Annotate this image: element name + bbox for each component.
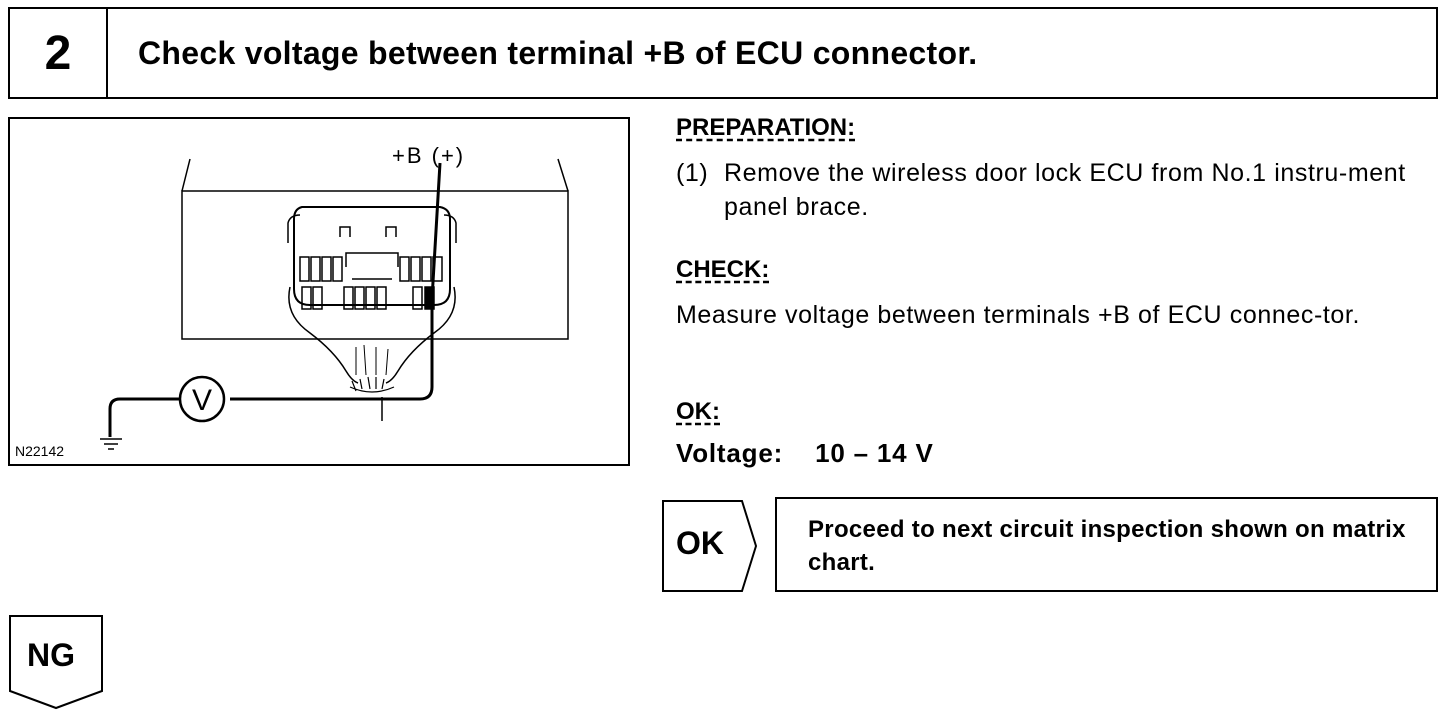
step-title: Check voltage between terminal +B of ECU…: [138, 34, 978, 71]
step-header: 2 Check voltage between terminal +B of E…: [8, 7, 1438, 99]
ng-tag: NG: [27, 637, 75, 673]
preparation-item-number: (1): [676, 159, 709, 187]
preparation-item: (1) Remove the wireless door lock ECU fr…: [676, 156, 1436, 224]
check-heading: CHECK:: [676, 256, 770, 283]
ng-tag-shape: [9, 615, 103, 710]
connector-diagram: V +B (+) N22142: [8, 117, 630, 466]
preparation-item-text: Remove the wireless door lock ECU from N…: [724, 159, 1406, 221]
step-number: 2: [10, 9, 108, 97]
check-text: Measure voltage between terminals +B of …: [676, 301, 1361, 329]
figure-id: N22142: [15, 443, 65, 459]
ok-spec-heading: OK:: [676, 398, 720, 425]
ok-tag: OK: [676, 525, 724, 561]
ground-icon: [100, 438, 122, 450]
ok-tag-shape: [662, 500, 758, 592]
ok-result-box: Proceed to next circuit inspection shown…: [775, 497, 1438, 592]
voltmeter-symbol: V: [192, 384, 212, 417]
ecu-connector-icon: V +B (+): [100, 143, 569, 450]
voltage-label: Voltage:: [676, 438, 784, 468]
terminal-label: +B (+): [392, 143, 465, 168]
preparation-heading: PREPARATION:: [676, 114, 856, 141]
voltage-value: 10 – 14 V: [815, 438, 934, 468]
voltage-spec: Voltage: 10 – 14 V: [676, 438, 934, 469]
